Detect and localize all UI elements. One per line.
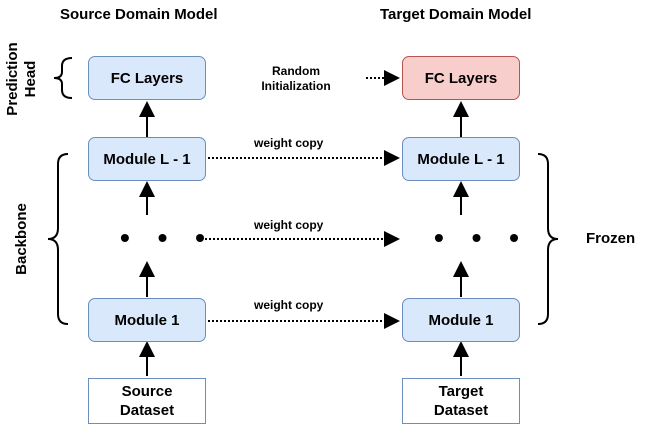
- source-model-title: Source Domain Model: [60, 6, 218, 23]
- source-module-1-label: Module 1: [114, 311, 180, 329]
- source-dataset: Source Dataset: [88, 378, 206, 424]
- weight-copy-label-middle: weight copy: [254, 218, 324, 232]
- source-ellipsis: • • •: [120, 222, 215, 253]
- source-fc-layers: FC Layers: [88, 56, 206, 100]
- weight-copy-label-bottom: weight copy: [254, 298, 324, 312]
- target-ellipsis: • • •: [434, 222, 529, 253]
- target-module-1-label: Module 1: [428, 311, 494, 329]
- backbone-brace: [47, 153, 69, 325]
- frozen-label: Frozen: [586, 230, 636, 247]
- source-module-l-1: Module L - 1: [88, 137, 206, 181]
- weight-copy-label-top: weight copy: [254, 136, 324, 150]
- backbone-label: Backbone: [13, 203, 30, 275]
- random-init-label: Random Initialization: [261, 64, 331, 93]
- source-dataset-label: Source Dataset: [119, 383, 175, 419]
- target-module-l-1-label: Module L - 1: [417, 150, 505, 168]
- target-module-1: Module 1: [402, 298, 520, 342]
- target-fc-label: FC Layers: [424, 69, 498, 87]
- target-dataset: Target Dataset: [402, 378, 520, 424]
- target-fc-layers: FC Layers: [402, 56, 520, 100]
- source-fc-label: FC Layers: [110, 69, 184, 87]
- prediction-head-brace: [53, 57, 73, 99]
- target-module-l-1: Module L - 1: [402, 137, 520, 181]
- source-module-l-1-label: Module L - 1: [103, 150, 191, 168]
- source-module-1: Module 1: [88, 298, 206, 342]
- prediction-head-label: Prediction Head: [4, 42, 39, 116]
- target-model-title: Target Domain Model: [380, 6, 532, 23]
- frozen-brace: [537, 153, 559, 325]
- target-dataset-label: Target Dataset: [433, 383, 489, 419]
